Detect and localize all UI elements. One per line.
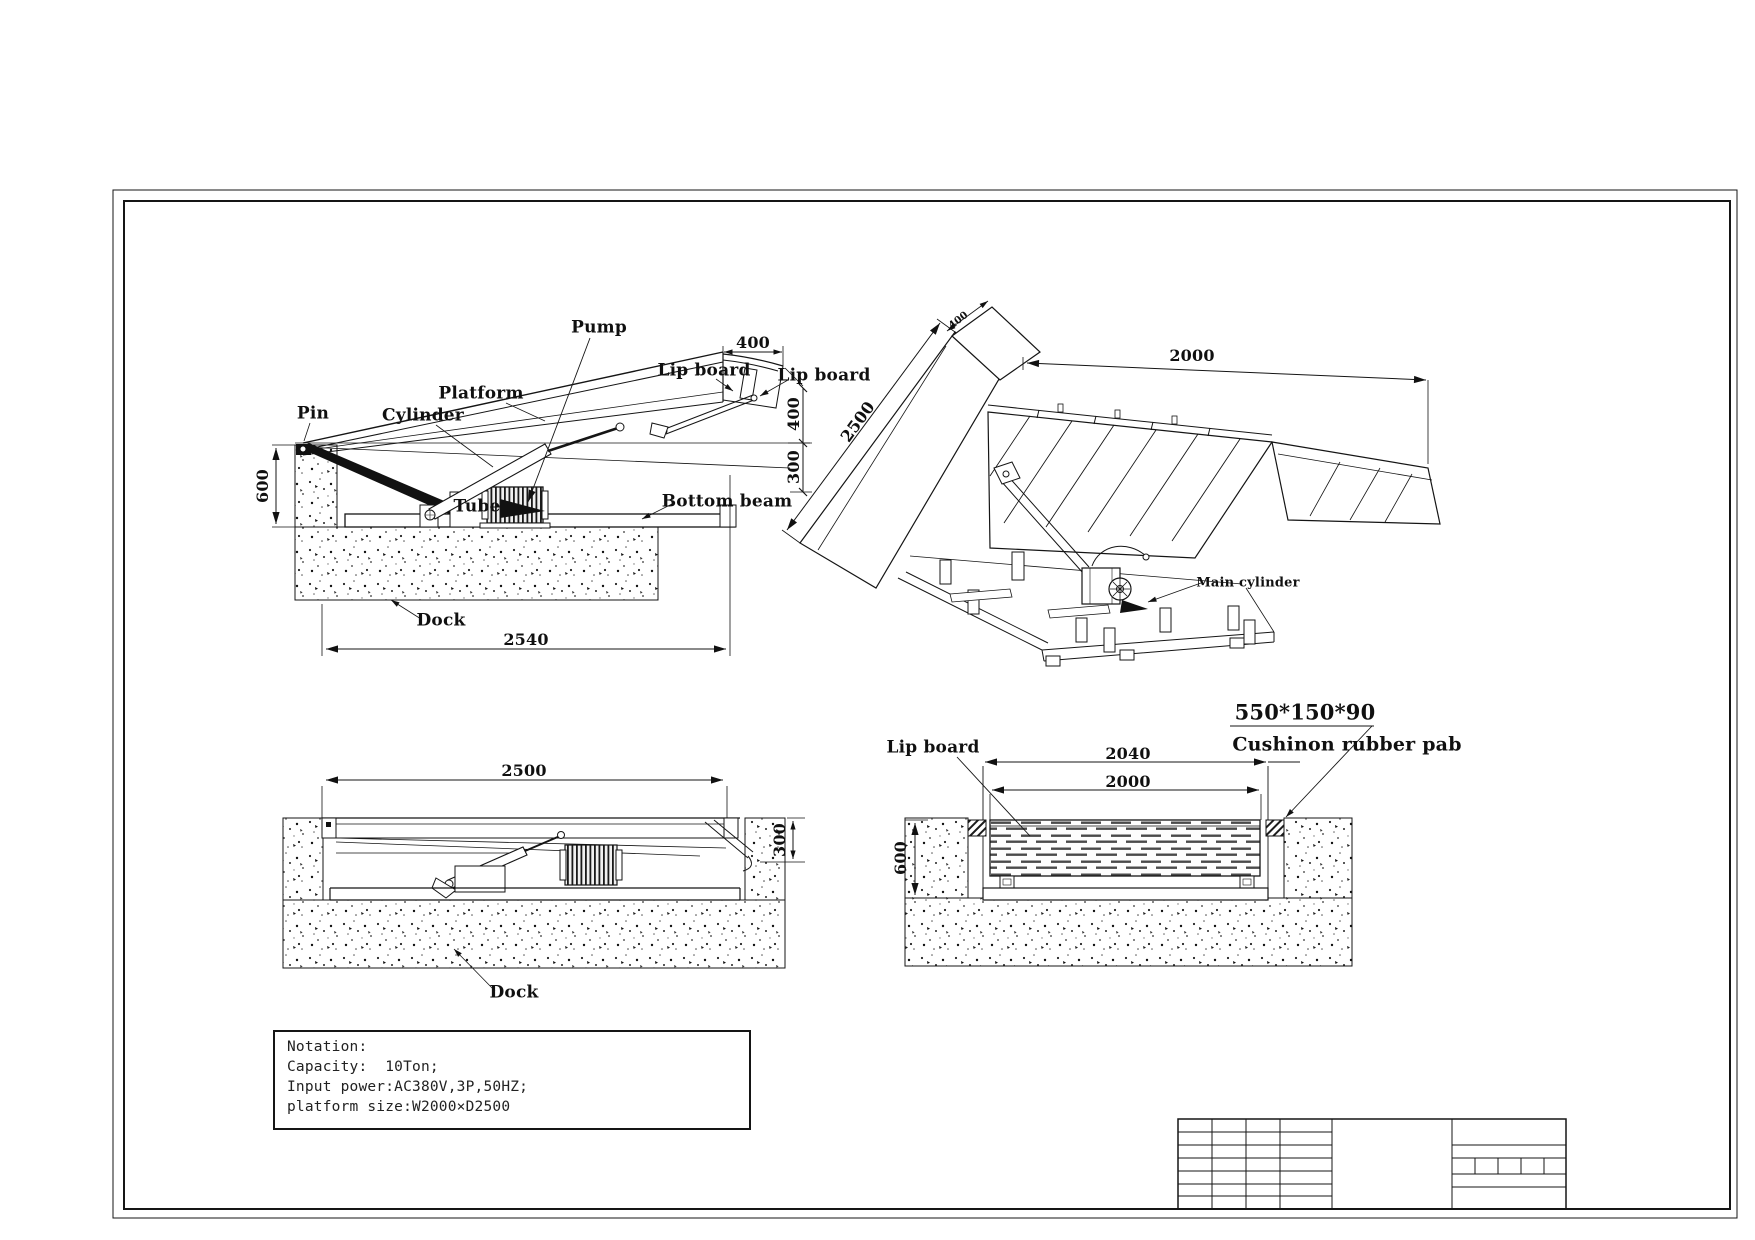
border-frame: [112, 189, 1738, 1219]
dim-300-stowed: 300: [770, 823, 789, 857]
dim-400-right: 400: [784, 397, 803, 431]
dim-2000-front: 2000: [1105, 772, 1151, 791]
notation-line-capacity: Capacity: 10Ton;: [287, 1059, 439, 1075]
notation-line-power: Input power:AC380V,3P,50HZ;: [287, 1079, 529, 1095]
label-pump: Pump: [571, 317, 627, 338]
notation-box: [273, 1030, 751, 1130]
dim-2500-stowed: 2500: [501, 761, 547, 780]
label-cylinder: Cylinder: [382, 405, 464, 426]
label-lip-board-left: Lip board: [657, 360, 751, 381]
label-tube: Tube: [453, 496, 501, 517]
dim-400-top: 400: [736, 333, 770, 352]
label-pin: Pin: [296, 403, 330, 424]
dim-600-raised: 600: [253, 469, 272, 503]
dim-600-front: 600: [891, 841, 910, 875]
dim-2040: 2040: [1105, 744, 1151, 763]
view-front: [904, 725, 1374, 967]
notation-line-platform: platform size:W2000×D2500: [287, 1099, 511, 1115]
label-lip-board-front: Lip board: [886, 737, 980, 758]
label-dock-stowed: Dock: [489, 982, 539, 1003]
label-platform: Platform: [438, 383, 524, 404]
label-lip-board-right: Lip board: [777, 365, 871, 386]
view-side-raised: [272, 337, 812, 656]
label-main-cylinder: Main cylinder: [1196, 575, 1300, 591]
dim-2540: 2540: [503, 630, 549, 649]
label-dock-raised: Dock: [416, 610, 466, 631]
dim-2000-iso: 2000: [1169, 346, 1215, 365]
label-bottom-beam: Bottom beam: [661, 491, 793, 512]
title-block: [1177, 1118, 1567, 1210]
label-pad-size: 550*150*90: [1234, 699, 1376, 725]
dim-300-right: 300: [784, 450, 803, 484]
view-isometric: [781, 300, 1441, 667]
label-pad-name: Cushinon rubber pab: [1232, 733, 1462, 756]
notation-title: Notation:: [287, 1039, 368, 1055]
view-side-stowed: [282, 776, 805, 992]
